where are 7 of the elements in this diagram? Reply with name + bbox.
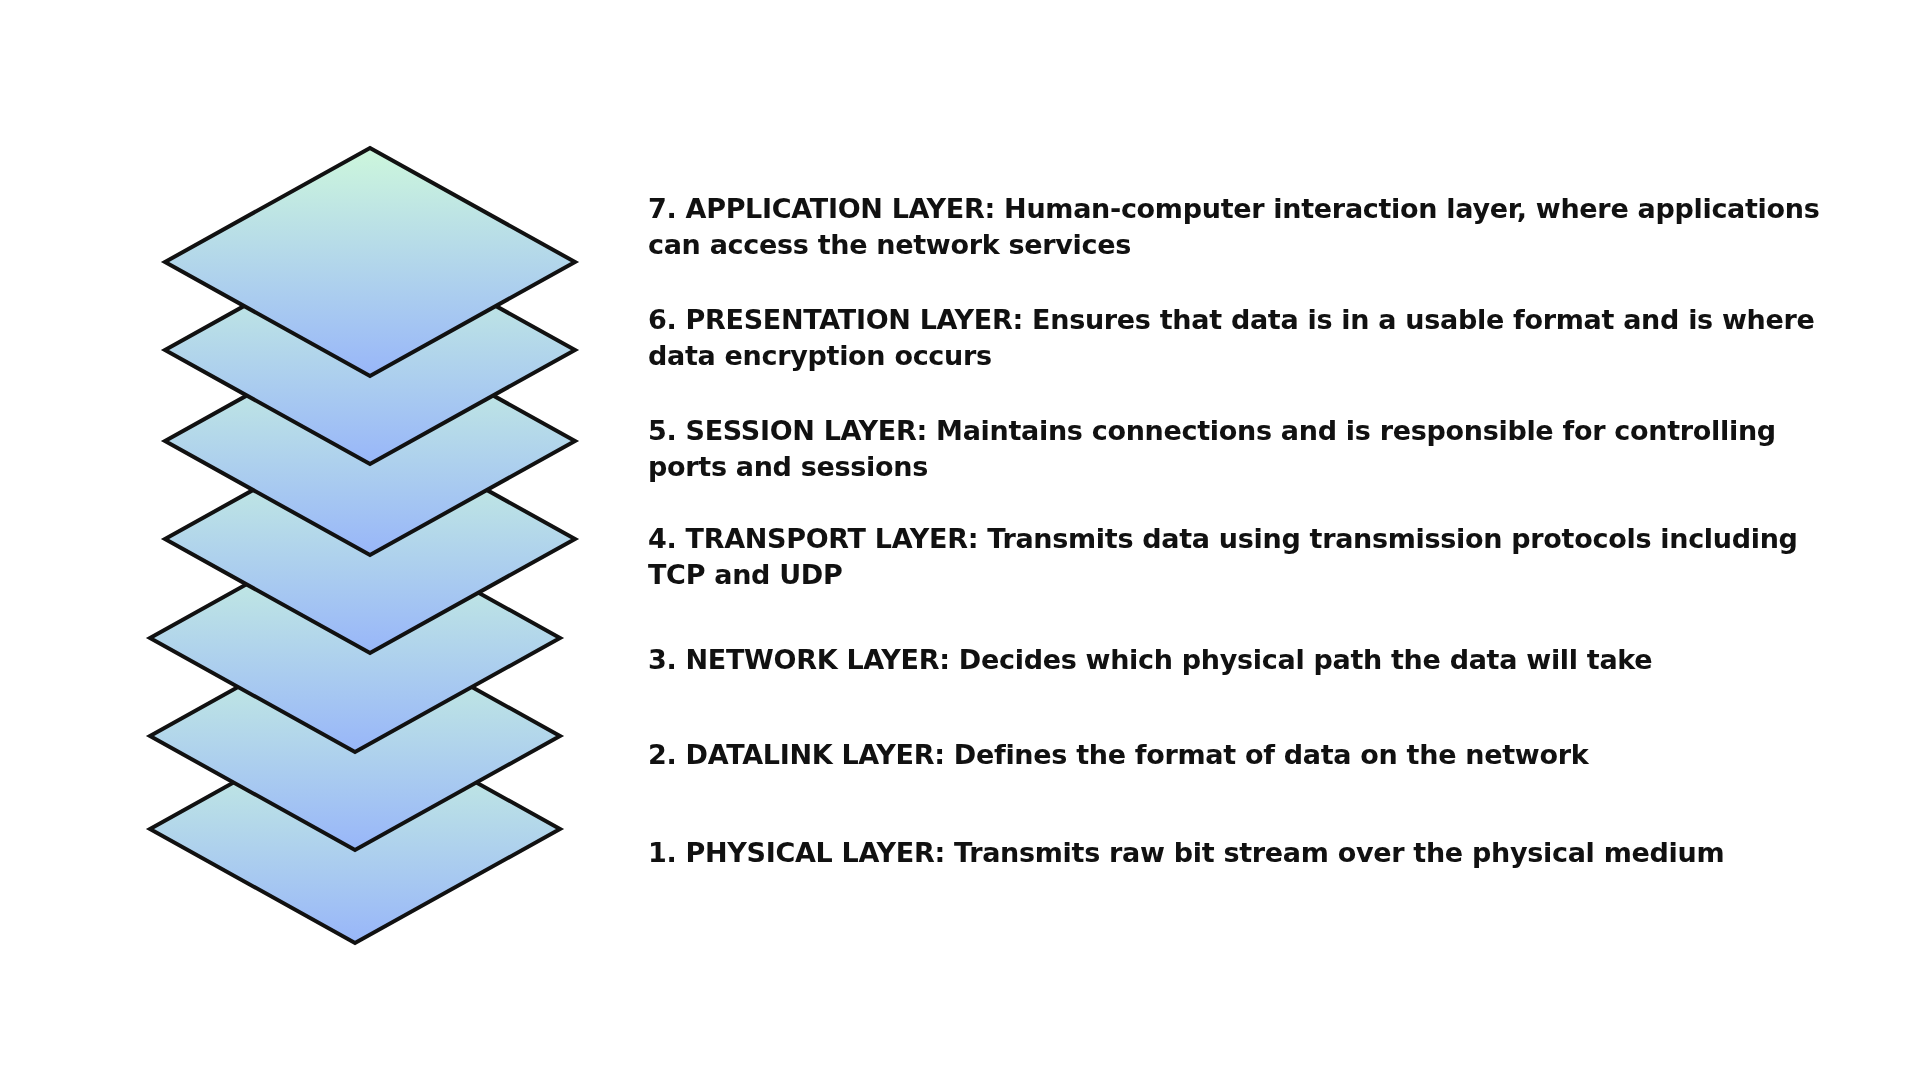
layer-description: 5. SESSION LAYER: Maintains connections and is responsible for controlling ports and sessions <box>648 414 1777 484</box>
layer-description: 2. DATALINK LAYER: Defines the format of data on the network <box>648 738 1590 772</box>
layer-description: 4. TRANSPORT LAYER: Transmits data using transmission protocols including TCP and UDP <box>648 522 1799 592</box>
layer-description: 1. PHYSICAL LAYER: Transmits raw bit stream over the physical medium <box>648 836 1726 870</box>
layer-description: 7. APPLICATION LAYER: Human-computer interaction layer, where applications can access the network services <box>648 192 1821 262</box>
layer-description: 6. PRESENTATION LAYER: Ensures that data is in a usable format and is where data encryption occurs <box>648 303 1816 373</box>
layer-description: 3. NETWORK LAYER: Decides which physical path the data will take <box>648 643 1654 677</box>
